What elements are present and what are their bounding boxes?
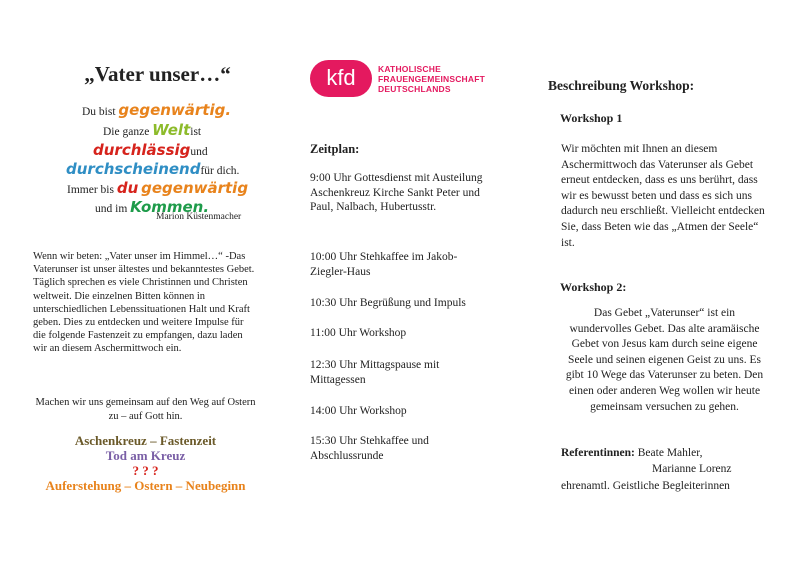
poem-line-2: Die ganze Weltist bbox=[103, 120, 201, 142]
schedule-item: 15:30 Uhr Stehkaffee und Abschlussrunde bbox=[310, 435, 429, 462]
poem-text: für dich. bbox=[200, 165, 240, 177]
poem-text: ist bbox=[190, 126, 202, 138]
schedule-item: 14:00 Uhr Workshop bbox=[310, 405, 407, 417]
schedule-item: 11:00 Uhr Workshop bbox=[310, 327, 407, 339]
kfd-logo-badge: kfd bbox=[310, 60, 372, 97]
season-line-1: Aschenkreuz – Fastenzeit bbox=[74, 433, 217, 448]
poem-highlight: durchscheinend bbox=[66, 160, 201, 178]
schedule-item: 10:00 Uhr Stehkaffee im Jakob-Ziegler-Ha… bbox=[310, 251, 458, 278]
poem-text: Die ganze bbox=[103, 126, 150, 138]
kfd-logo-line-2: FRAUENGEMEINSCHAFT bbox=[378, 74, 486, 84]
referent-role: ehrenamtl. Geistliche Begleiterinnen bbox=[561, 480, 730, 492]
referents-label: Referentinnen: bbox=[561, 447, 635, 459]
workshop-1-title: Workshop 1 bbox=[560, 111, 623, 125]
referents: Referentinnen: Beate Mahler, bbox=[561, 445, 702, 461]
season-line-2: Tod am Kreuz bbox=[105, 448, 186, 463]
poem-highlight: du bbox=[116, 179, 139, 197]
poem-text: und bbox=[190, 146, 208, 158]
schedule-heading: Zeitplan: bbox=[310, 142, 360, 156]
poem-line-6: und im Kommen. bbox=[95, 197, 209, 219]
kfd-logo-line-3: DEUTSCHLANDS bbox=[378, 84, 451, 94]
poem-highlight: durchlässig bbox=[93, 141, 191, 159]
schedule-item: 10:30 Uhr Begrüßung und Impuls bbox=[310, 297, 466, 309]
poem-author: Marion Küstenmacher bbox=[156, 212, 242, 222]
poem-highlight: Kommen. bbox=[130, 198, 210, 216]
season-line-3: ? ? ? bbox=[132, 463, 159, 478]
kfd-logo-line-1: KATHOLISCHE bbox=[378, 64, 441, 74]
referent-name: Beate Mahler, bbox=[637, 447, 703, 459]
workshop-2-text: Das Gebet „Vaterunser“ ist ein wundervol… bbox=[565, 307, 764, 413]
closing-text: Machen wir uns gemeinsam auf den Weg auf… bbox=[35, 397, 256, 422]
referent-name: Marianne Lorenz bbox=[652, 463, 732, 475]
poem-line-3: durchlässigund bbox=[93, 140, 208, 162]
poem-text: Immer bis bbox=[67, 184, 114, 196]
schedule-item: 9:00 Uhr Gottesdienst mit Austeilung Asc… bbox=[310, 172, 483, 213]
schedule-item: 12:30 Uhr Mittagspause mit Mittagessen bbox=[310, 359, 440, 386]
poem-title: „Vater unser…“ bbox=[84, 62, 231, 86]
season-line-4: Auferstehung – Ostern – Neubeginn bbox=[45, 478, 246, 493]
poem-line-4: durchscheinendfür dich. bbox=[66, 159, 239, 181]
workshop-2-title: Workshop 2: bbox=[560, 280, 627, 294]
poem-text: Du bist bbox=[82, 106, 116, 118]
kfd-logo: kfd KATHOLISCHE FRAUENGEMEINSCHAFT DEUTS… bbox=[310, 60, 485, 100]
poem-highlight: Welt bbox=[152, 121, 191, 139]
workshop-1-text: Wir möchten mit Ihnen an diesem Aschermi… bbox=[561, 143, 765, 249]
poem-text: und im bbox=[95, 203, 128, 215]
poem-highlight: gegenwärtig bbox=[141, 179, 249, 197]
poem-line-1: Du bist gegenwärtig. bbox=[82, 100, 231, 122]
poem-highlight: gegenwärtig. bbox=[118, 101, 232, 119]
poem-line-5: Immer bis du gegenwärtig bbox=[67, 178, 248, 200]
workshop-heading: Beschreibung Workshop: bbox=[548, 78, 695, 93]
intro-text: Wenn wir beten: „Vater unser im Himmel…“… bbox=[33, 251, 255, 355]
